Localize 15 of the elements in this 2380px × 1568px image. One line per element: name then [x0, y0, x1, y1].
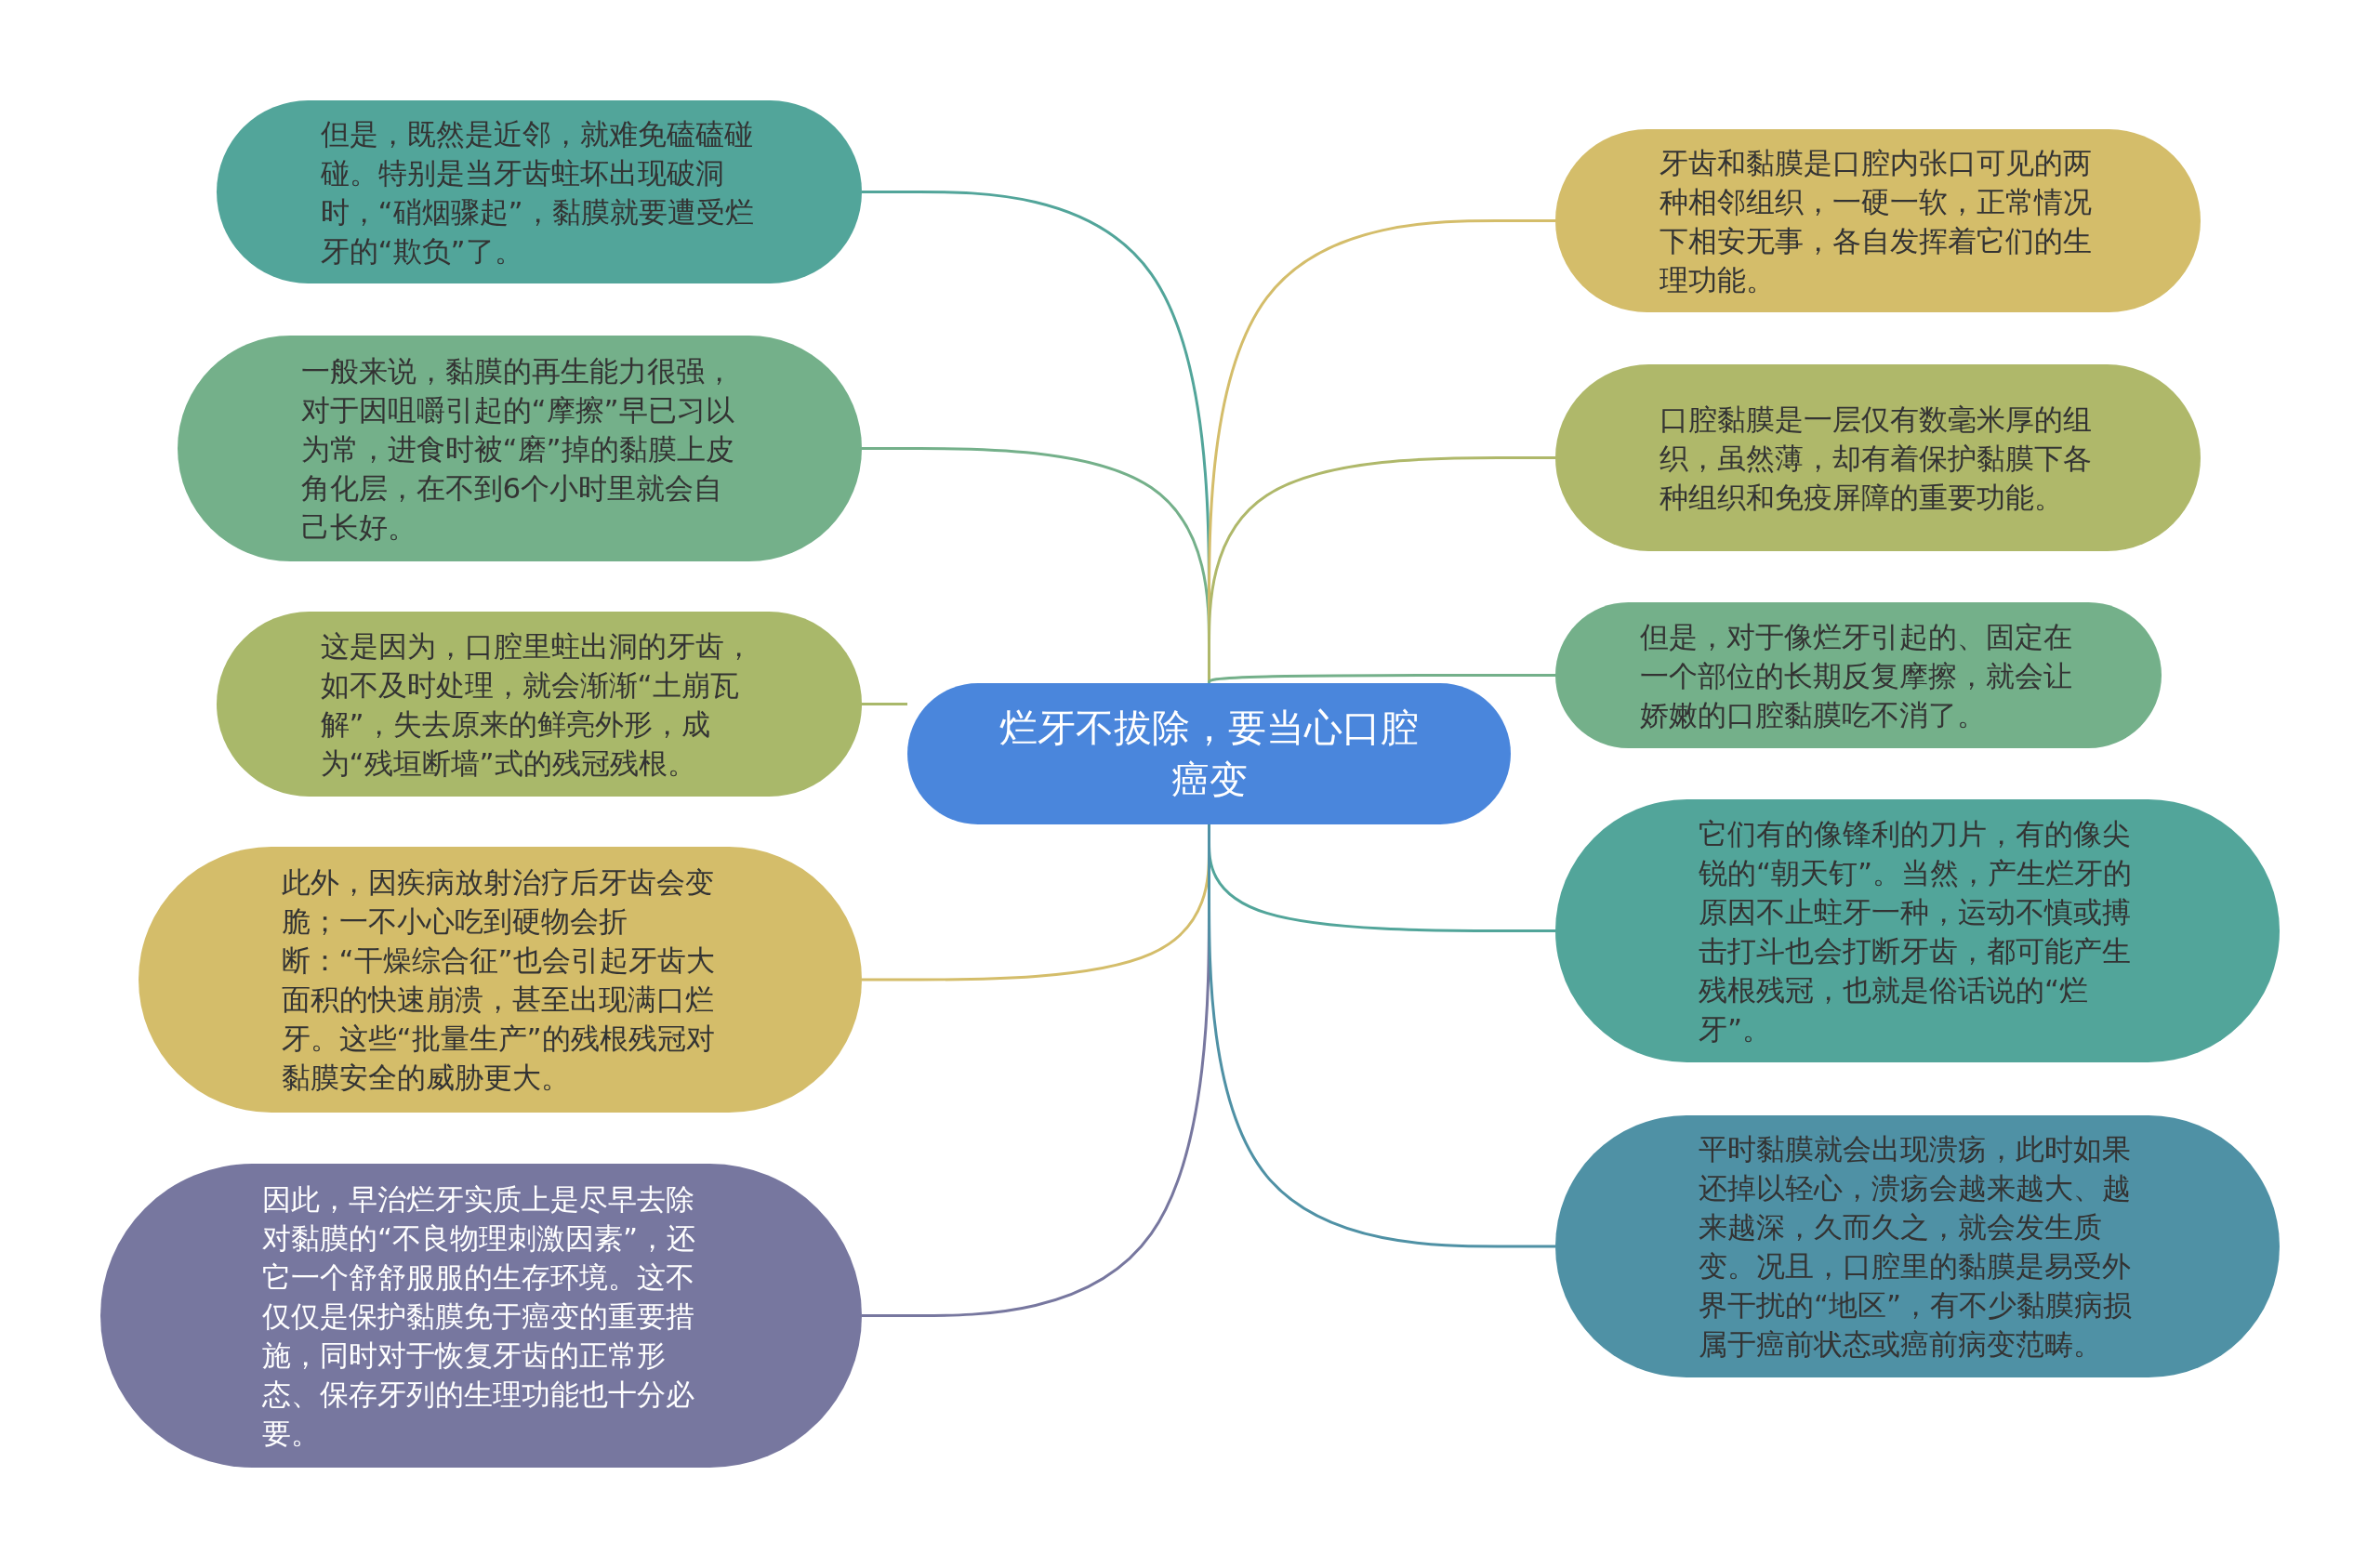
topic-text: 牙齿和黏膜是口腔内张口可见的两种相邻组织，一硬一软，正常情况下相安无事，各自发挥着它们的生理功能。	[1659, 144, 2093, 298]
topic-text: 这是因为，口腔里蛀出洞的牙齿，如不及时处理，就会渐渐“土崩瓦解”，失去原来的鲜亮外形，成为“残垣断墙”式的残冠残根。	[320, 627, 754, 782]
topic-text: 一般来说，黏膜的再生能力很强，对于因咀嚼引起的“摩擦”早已习以为常，进食时被“磨”掉的黏膜上皮角化层，在不到6个小时里就会自己长好。	[300, 352, 735, 546]
topic-text: 因此，早治烂牙实质上是尽早去除对黏膜的“不良物理刺激因素”，还它一个舒舒服服的生存环境。这不仅仅是保护黏膜免于癌变的重要措施，同时对于恢复牙齿的正常形态、保存牙列的生理功能也十分必要。	[262, 1180, 697, 1452]
topic-text: 但是，既然是近邻，就难免磕磕碰碰。特别是当牙齿蛀坏出现破洞时，“硝烟骤起”，黏膜就要遭受烂牙的“欺负”了。	[320, 115, 755, 270]
branch-line	[862, 703, 907, 705]
topic-text: 此外，因疾病放射治疗后牙齿会变脆；一不小心吃到硬物会折断：“干燥综合征”也会引起牙齿大面积的快速崩溃，甚至出现满口烂牙。这些“批量生产”的残根残冠对黏膜安全的威胁更大。	[281, 864, 716, 1096]
branch-line	[1208, 674, 1555, 684]
topic-text: 但是，对于像烂牙引起的、固定在一个部位的长期反复摩擦，就会让娇嫩的口腔黏膜吃不消了。	[1639, 618, 2073, 733]
topic-text: 它们有的像锋利的刀片，有的像尖锐的“朝天钉”。当然，产生烂牙的原因不止蛀牙一种，运动不慎或搏击打斗也会打断牙齿，都可能产生残根残冠，也就是俗话说的“烂牙”。	[1699, 815, 2134, 1048]
topic-text: 平时黏膜就会出现溃疡，此时如果还掉以轻心，溃疡会越来越大、越来越深，久而久之，就会发生质变。况且，口腔里的黏膜是易受外界干扰的“地区”，有不少黏膜病损属于癌前状态或癌前病变范畴。	[1699, 1131, 2134, 1363]
branch-line	[1208, 456, 1555, 683]
central-topic-text: 烂牙不拔除，要当心口腔癌变	[998, 705, 1420, 804]
topic-text: 口腔黏膜是一层仅有数毫米厚的组织，虽然薄，却有着保护黏膜下各种组织和免疫屏障的重要功能。	[1659, 401, 2093, 516]
branch-line	[1208, 824, 1555, 1248]
